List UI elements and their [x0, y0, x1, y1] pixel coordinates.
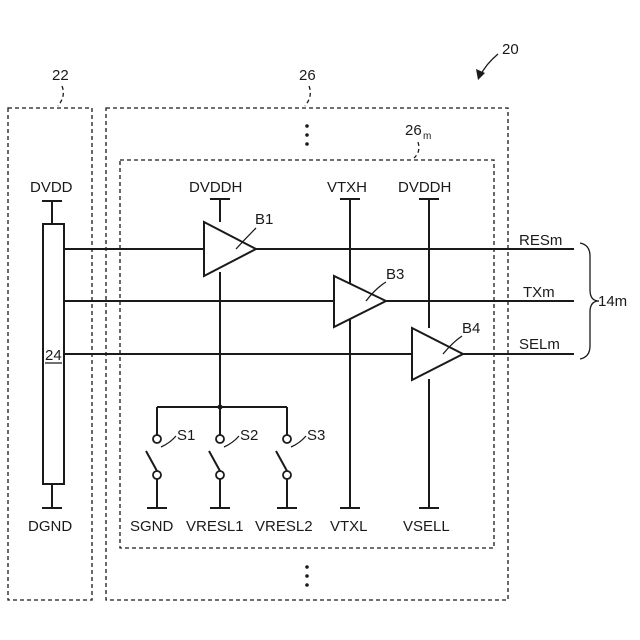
vresl2-label: VRESL2 — [255, 518, 313, 535]
switch-s3 — [276, 435, 291, 479]
ellipsis-bottom — [305, 565, 309, 587]
resm-label: RESm — [519, 232, 562, 249]
ref-26m-label: 26 — [405, 122, 422, 139]
buffer-b4 — [412, 328, 463, 380]
selm-label: SELm — [519, 336, 560, 353]
ref-26-leader — [305, 86, 310, 106]
vtxl-label: VTXL — [330, 518, 368, 535]
txm-label: TXm — [523, 284, 555, 301]
s1-leader — [161, 436, 176, 447]
dvddh-1-label: DVDDH — [189, 179, 242, 196]
switch-s2 — [209, 435, 224, 479]
ref-26m-leader — [414, 142, 419, 158]
dvdd-label: DVDD — [30, 179, 73, 196]
vsell-label: VSELL — [403, 518, 450, 535]
s3-label: S3 — [307, 427, 325, 444]
vresl1-label: VRESL1 — [186, 518, 244, 535]
dgnd-label: DGND — [28, 518, 72, 535]
s1-label: S1 — [177, 427, 195, 444]
ref-22-leader — [58, 86, 63, 106]
ref-14m-label: 14m — [598, 293, 627, 310]
b1-label: B1 — [255, 211, 273, 228]
ref-26m-subscript: m — [423, 131, 431, 142]
switch-s1 — [146, 435, 161, 479]
ref-20-label: 20 — [502, 41, 519, 58]
ref-22-label: 22 — [52, 67, 69, 84]
b3-label: B3 — [386, 266, 404, 283]
ref-26-label: 26 — [299, 67, 316, 84]
s2-leader — [224, 436, 239, 447]
buffer-b3 — [334, 276, 386, 327]
s3-leader — [291, 436, 306, 447]
sgnd-label: SGND — [130, 518, 174, 535]
bracket-14m — [580, 243, 599, 359]
s2-label: S2 — [240, 427, 258, 444]
dvddh-2-label: DVDDH — [398, 179, 451, 196]
buffer-b1 — [204, 222, 256, 276]
b4-label: B4 — [462, 320, 480, 337]
ref-24-label: 24 — [45, 347, 62, 364]
vtxh-label: VTXH — [327, 179, 367, 196]
ellipsis-top — [305, 124, 309, 146]
